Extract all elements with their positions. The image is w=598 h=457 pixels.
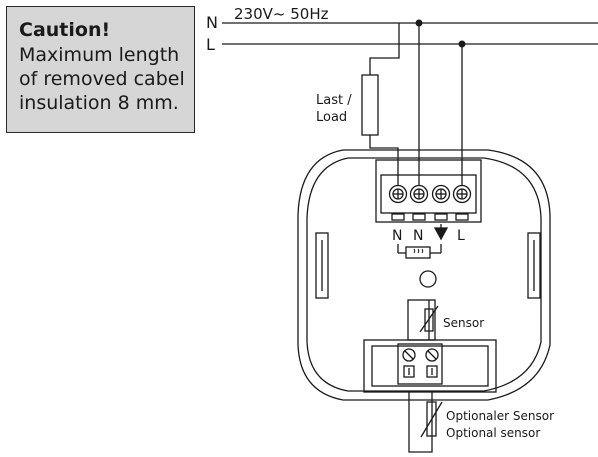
terminal-screw-2	[409, 184, 429, 204]
optional-sensor-symbol-diagonal	[420, 401, 443, 438]
terminal-label-n1: N	[392, 228, 402, 244]
sensor-terminal-screw-1	[402, 348, 416, 362]
caution-line-2: of removed cabel	[19, 68, 185, 90]
terminal-screw-3	[431, 184, 451, 204]
caution-title: Caution!	[19, 19, 111, 41]
sensor-terminal-screw-2-slot	[427, 350, 437, 360]
terminal-slot-2	[412, 213, 426, 221]
caution-line-3: insulation 8 mm.	[19, 92, 179, 114]
load-wire-bottom	[369, 135, 399, 185]
load-resistor	[361, 74, 379, 136]
led-indicator	[419, 270, 437, 288]
sensor-terminal-screw-1-slot	[404, 350, 414, 360]
heat-wave-icon	[413, 248, 424, 254]
device-housing-inner	[306, 157, 542, 392]
terminal-label-l: L	[457, 228, 465, 244]
terminal-slot-1	[391, 213, 405, 221]
left-clip	[315, 232, 329, 299]
load-label-line2: Load	[316, 110, 347, 125]
caution-line-1: Maximum length	[19, 44, 180, 66]
terminal-block	[375, 159, 482, 223]
terminal-slots	[391, 213, 469, 221]
terminal-screw-1	[388, 184, 408, 204]
heater-element-icon	[405, 246, 431, 259]
optional-sensor-wire	[408, 392, 433, 453]
caution-box: Caution! Maximum length of removed cabel…	[6, 6, 195, 133]
sensor-cable-channel	[407, 299, 436, 341]
sensor-symbol-diagonal	[419, 305, 439, 333]
neutral-label: N	[206, 13, 218, 32]
sensor-connector-housing	[363, 339, 497, 393]
load-label-line1: Last /	[316, 93, 352, 108]
terminal-slot-3	[434, 213, 448, 221]
sensor-terminal-block	[397, 343, 443, 385]
device-housing-outer	[297, 149, 551, 401]
terminal-screw-4	[452, 184, 472, 204]
load-wire-top	[369, 23, 400, 75]
ground-arrow-icon	[433, 227, 449, 241]
right-clip	[527, 232, 541, 299]
terminal-block-inner	[380, 174, 477, 214]
live-label: L	[206, 35, 215, 54]
sensor-terminal-screw-2	[425, 348, 439, 362]
sensor-terminal-slot-2	[426, 365, 438, 378]
supply-voltage-label: 230V~ 50Hz	[234, 5, 329, 23]
terminal-screws	[388, 184, 472, 204]
sensor-connector-inner	[371, 345, 489, 387]
optional-sensor-label-en: Optional sensor	[446, 426, 540, 440]
sensor-terminal-slot-1	[403, 365, 415, 378]
optional-sensor-label-de: Optionaler Sensor	[446, 409, 554, 423]
terminal-label-n2: N	[413, 228, 423, 244]
terminal-slot-4	[455, 213, 469, 221]
optional-sensor-symbol	[426, 401, 437, 437]
sensor-label: Sensor	[443, 316, 484, 330]
sensor-symbol	[424, 308, 434, 332]
